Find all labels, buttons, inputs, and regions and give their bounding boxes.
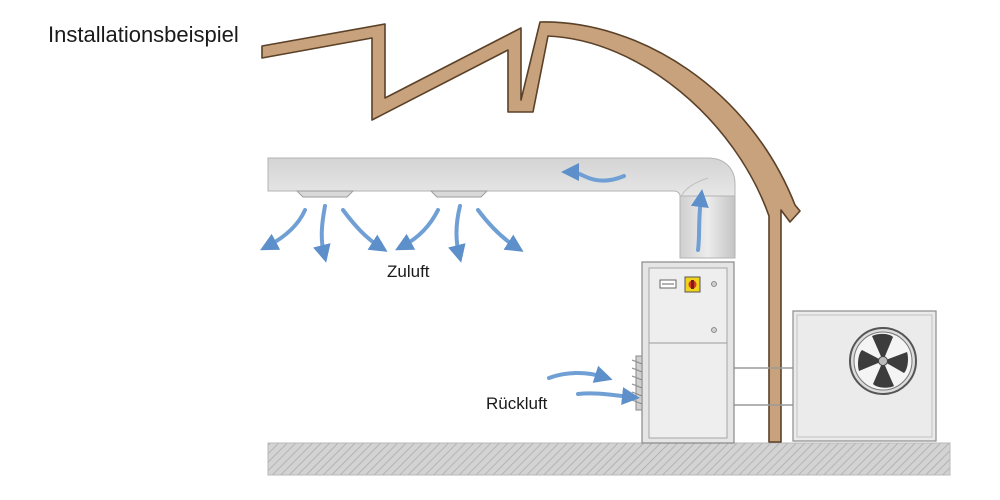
air-duct: [267, 157, 736, 259]
supply-arrow-1: [260, 208, 307, 251]
supply-air-label: Zuluft: [387, 262, 430, 281]
riser-flow-arrow: [690, 189, 709, 252]
supply-arrow-6: [476, 208, 524, 252]
return-air-label: Rückluft: [486, 394, 548, 413]
supply-arrow-3: [341, 208, 388, 252]
outdoor-unit: [792, 310, 937, 442]
return-arrow-1: [547, 365, 613, 383]
duct-flow-arrow: [561, 163, 626, 183]
floor: [267, 442, 951, 476]
supply-arrow-2: [313, 204, 331, 263]
fan-icon: [849, 327, 917, 395]
return-arrow-2: [576, 387, 640, 406]
diagram-title: Installationsbeispiel: [48, 22, 239, 47]
airflow-arrows: [260, 163, 709, 406]
roof-structure: [261, 21, 801, 443]
supply-arrow-5: [448, 204, 466, 263]
connection-pipes: [734, 367, 793, 406]
diffuser-left: [295, 190, 355, 198]
diffuser-right: [429, 190, 489, 198]
indoor-unit: [631, 261, 735, 444]
supply-arrow-4: [395, 208, 440, 251]
